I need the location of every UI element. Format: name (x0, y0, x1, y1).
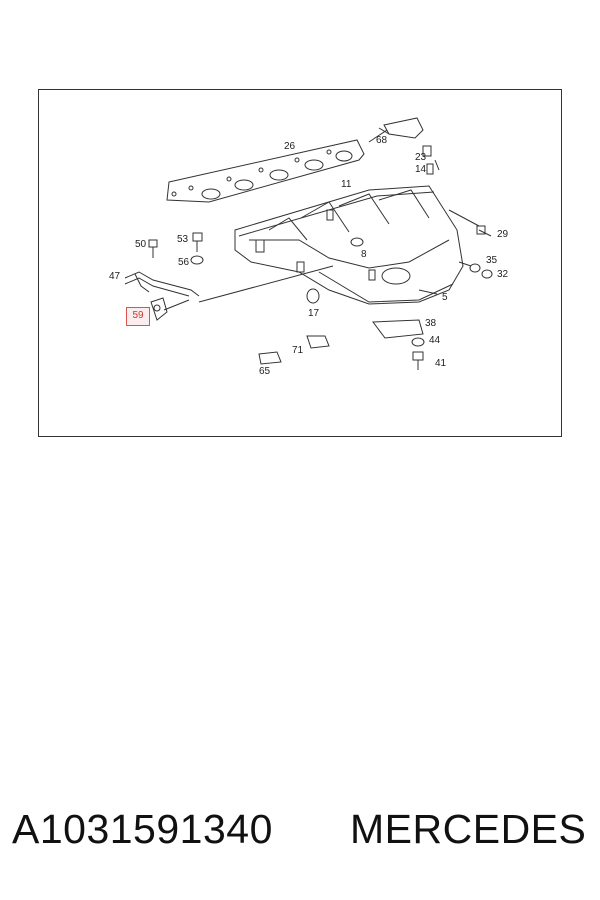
callout-5: 5 (442, 292, 448, 303)
callout-56: 56 (178, 257, 190, 268)
part-number: A1031591340 (12, 806, 273, 852)
callout-11: 11 (341, 179, 352, 190)
callout-59-highlight[interactable]: 59 (126, 307, 150, 326)
callout-8: 8 (361, 249, 367, 260)
callout-38: 38 (425, 318, 437, 329)
callout-17: 17 (308, 308, 320, 319)
diagram-frame: 26 68 23 14 11 29 50 53 56 8 35 32 47 5 … (38, 89, 562, 437)
gasket-outline (166, 139, 365, 203)
manifold-drawing (124, 117, 493, 370)
footer-caption: A1031591340 MERCEDES (0, 800, 600, 860)
brand-name: MERCEDES (350, 806, 587, 852)
callout-41: 41 (435, 358, 447, 369)
callout-50: 50 (135, 239, 147, 250)
manifold-body (234, 185, 464, 305)
callout-53: 53 (177, 234, 189, 245)
callout-29: 29 (497, 229, 509, 240)
callout-71: 71 (292, 345, 304, 356)
callout-44: 44 (429, 335, 441, 346)
callout-35: 35 (486, 255, 498, 266)
callout-23: 23 (415, 152, 427, 163)
callout-65: 65 (259, 366, 271, 377)
callout-68: 68 (376, 135, 388, 146)
callout-26: 26 (284, 141, 296, 152)
callout-32: 32 (497, 269, 509, 280)
callout-47: 47 (109, 271, 121, 282)
callout-14: 14 (415, 164, 427, 175)
